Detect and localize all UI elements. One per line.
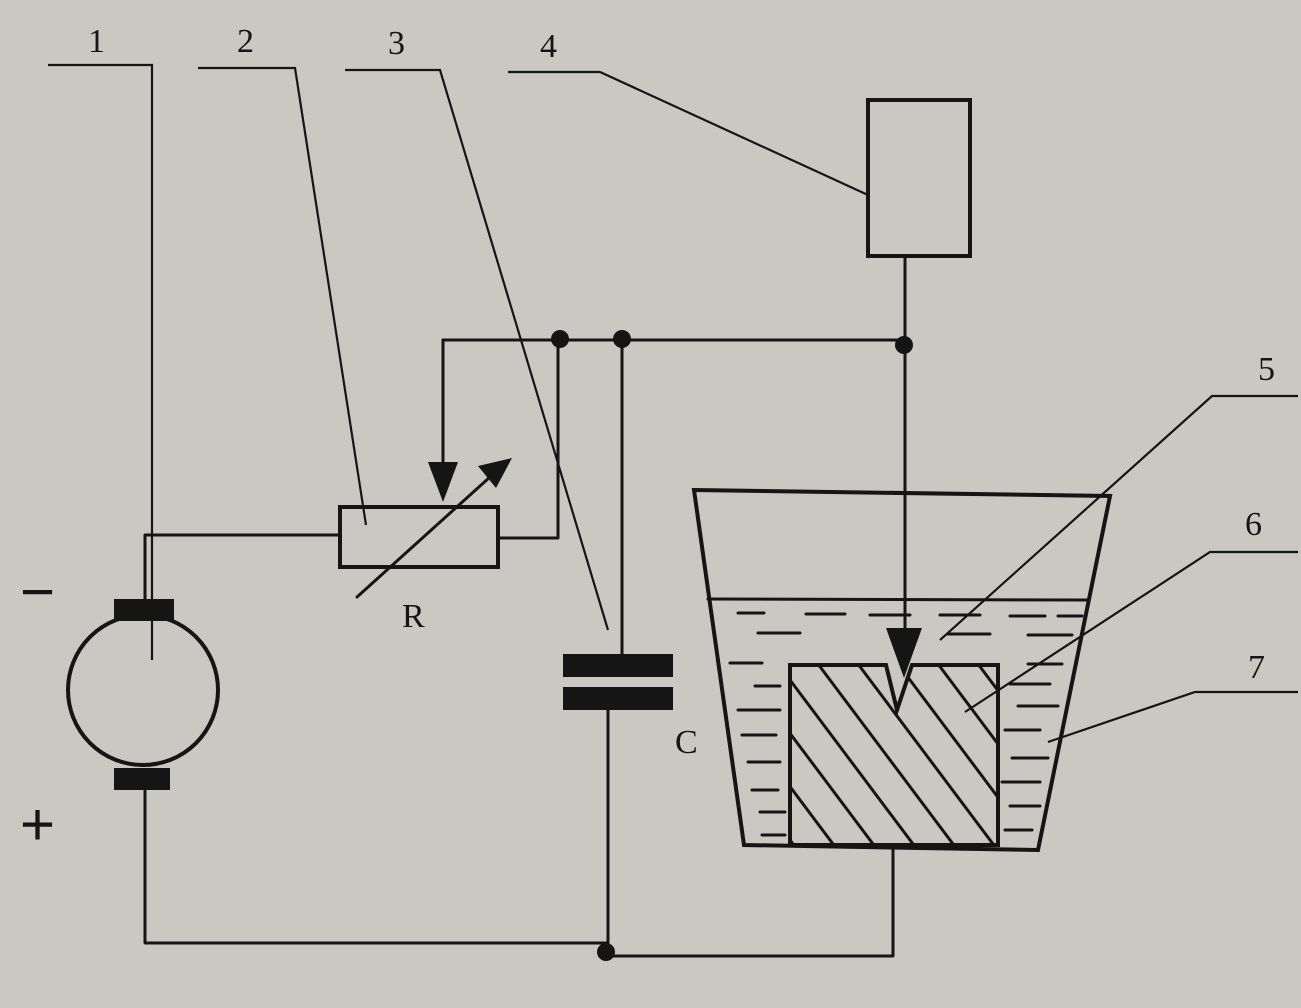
dielectric-tank — [691, 487, 1113, 853]
workpiece — [788, 663, 1000, 847]
generator-brush-bottom — [114, 768, 170, 790]
variable-resistor — [338, 458, 512, 599]
variable-arrow-shaft — [355, 475, 492, 599]
wire-generator-to-resistor — [143, 533, 342, 601]
wire-resistor-to-top-bus — [496, 338, 560, 540]
label-capacitor: C — [675, 724, 698, 761]
variable-arrowhead — [478, 458, 512, 488]
junction-top-right — [895, 336, 913, 354]
junction-top-mid — [613, 330, 631, 348]
leader-7 — [1047, 690, 1298, 744]
leader-3 — [345, 68, 610, 631]
junction-bottom — [597, 943, 615, 961]
resistor-body — [338, 505, 500, 569]
label-7: 7 — [1248, 649, 1265, 686]
capacitor-plate-bottom — [563, 687, 673, 710]
junction-top-left — [551, 330, 569, 348]
tank-outline — [691, 487, 1113, 853]
label-6: 6 — [1245, 506, 1262, 543]
leader-4 — [508, 70, 869, 196]
leader-6 — [964, 550, 1298, 713]
slider-arrowhead — [428, 462, 458, 502]
label-resistor: R — [402, 598, 425, 635]
workpiece-outline — [788, 663, 1000, 847]
fluid-dashes — [728, 611, 1084, 837]
electrode-tool-tip — [886, 628, 922, 678]
generator-body — [66, 613, 220, 767]
text-labels: 1 2 3 4 5 6 7 R C − + — [20, 23, 1275, 858]
label-4: 4 — [540, 28, 557, 65]
label-3: 3 — [388, 25, 405, 62]
capacitor — [563, 654, 673, 710]
leader-lines — [48, 63, 1298, 744]
capacitor-plate-top — [563, 654, 673, 677]
leader-2 — [198, 66, 368, 526]
leader-5 — [939, 394, 1298, 641]
label-2: 2 — [237, 23, 254, 60]
wire-generator-to-bottom-bus — [143, 788, 610, 945]
generator-brush-top — [114, 599, 174, 621]
wire-bottom-bus-to-tank — [606, 846, 895, 958]
leader-1 — [48, 63, 154, 660]
wiring — [143, 254, 907, 958]
junctions — [551, 330, 913, 961]
feed-controller-box — [866, 98, 972, 258]
label-1: 1 — [88, 23, 105, 60]
fluid-surface — [706, 597, 1089, 602]
dc-generator — [66, 599, 220, 790]
workpiece-hatching — [790, 665, 998, 845]
label-minus: − — [20, 558, 55, 625]
label-5: 5 — [1258, 351, 1275, 388]
label-plus: + — [20, 791, 55, 858]
